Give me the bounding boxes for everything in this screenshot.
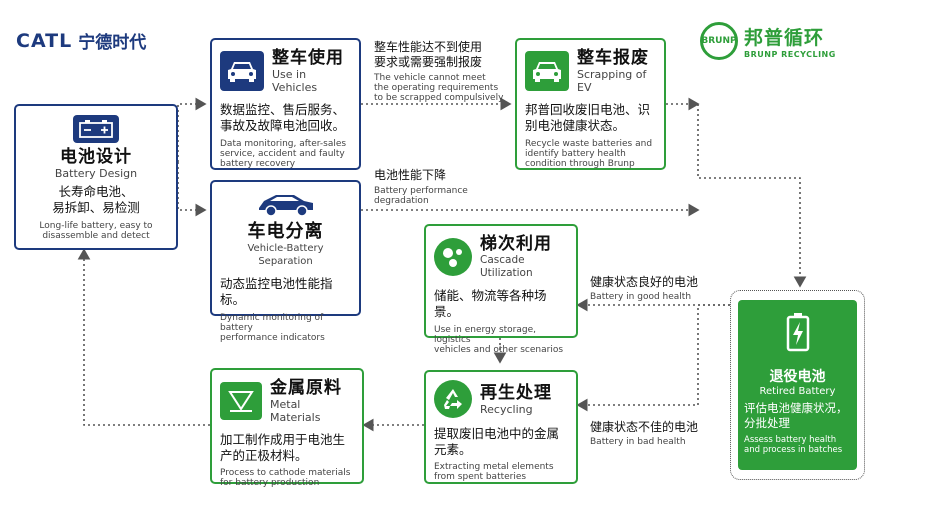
retired-title-en: Retired Battery	[759, 386, 836, 397]
edge-right-vertical	[697, 104, 807, 288]
battery-design-desc-en-2: disassemble and detect	[42, 231, 150, 241]
node-retired-battery: 退役电池 Retired Battery 评估电池健康状况， 分批处理 Asse…	[738, 300, 857, 470]
catl-logo-cn: 宁德时代	[78, 33, 147, 53]
car-front-icon	[525, 51, 569, 91]
catl-logo-en: CATL	[16, 29, 73, 52]
brunp-logo-en: BRUNP RECYCLING	[744, 50, 836, 59]
label-compulsory-cn-2: 要求或需要强制报废	[374, 55, 483, 69]
battery-design-title-cn: 电池设计	[60, 147, 132, 167]
brunp-logo-cn: 邦普循环	[744, 27, 825, 49]
recycling-title-en: Recycling	[480, 402, 533, 416]
cascade-desc-cn-1: 储能、物流等各种场景。	[434, 288, 547, 319]
brunp-mark-icon: BRUNP	[700, 22, 738, 60]
metal-desc-en-1: Process to cathode materials	[220, 468, 351, 478]
use-in-vehicles-desc-en-2: service, accident and faulty	[220, 149, 345, 159]
recycling-title-cn: 再生处理	[480, 382, 552, 403]
metal-triangle-icon	[220, 382, 262, 420]
recycling-desc-en-1: Extracting metal elements	[434, 462, 554, 472]
recycling-desc-cn-1: 提取废旧电池中的金属	[434, 426, 560, 441]
scrapping-desc-cn-1: 邦普回收废旧电池、识	[525, 102, 651, 117]
cascade-title-cn: 梯次利用	[480, 234, 552, 254]
scrapping-desc-en-2: identify battery health	[525, 149, 626, 159]
car-side-icon	[256, 190, 316, 222]
cascade-desc-en-1: Use in energy storage, logistics	[434, 325, 537, 345]
use-in-vehicles-title-cn: 整车使用	[272, 48, 344, 68]
scrapping-desc-en-1: Recycle waste batteries and	[525, 139, 653, 149]
recycling-desc-en-2: from spent batteries	[434, 472, 527, 482]
recycle-icon	[434, 380, 472, 418]
node-vehicle-battery-separation: 车电分离 Vehicle-Battery Separation 动态监控电池性能…	[210, 180, 361, 343]
battery-design-title-en: Battery Design	[54, 167, 138, 180]
retired-desc-en-1: Assess battery health	[744, 435, 837, 445]
battery-design-desc-cn-2: 易拆卸、易检测	[52, 200, 140, 215]
separation-title-cn: 车电分离	[247, 221, 324, 242]
car-front-icon	[220, 51, 264, 91]
retired-title-cn: 退役电池	[769, 369, 826, 385]
retired-desc-cn-2: 分批处理	[744, 416, 790, 430]
retired-desc-cn-1: 评估电池健康状况，	[744, 401, 848, 415]
label-degradation-en-1: Battery performance	[374, 186, 468, 196]
node-use-in-vehicles: 整车使用 Use in Vehicles 数据监控、售后服务、 事故及故障电池回…	[210, 38, 361, 170]
label-bad-health-cn: 健康状态不佳的电池	[590, 420, 699, 434]
battery-icon	[73, 115, 119, 143]
use-in-vehicles-desc-en-3: battery recovery	[220, 159, 296, 169]
battery-design-desc-en-1: Long-life battery, easy to	[39, 221, 153, 231]
label-compulsory-en-2: the operating requirements	[374, 83, 499, 93]
edge-design-to-separation	[177, 162, 207, 217]
label-compulsory-en-3: to be scrapped compulsively	[374, 93, 504, 103]
retired-desc-en-2: and process in batches	[744, 445, 843, 455]
node-scrapping-of-ev: 整车报废 Scrapping of EV 邦普回收废旧电池、识 别电池健康状态。…	[515, 38, 666, 170]
separation-title-en: Vehicle-Battery Separation	[247, 243, 324, 267]
cascade-title-en: Cascade Utilization	[480, 254, 533, 279]
node-battery-design: 电池设计 Battery Design 长寿命电池、 易拆卸、易检测 Long-…	[14, 104, 178, 250]
edge-design-to-use	[177, 97, 207, 162]
dots-icon	[434, 238, 472, 276]
metal-desc-en-2: for battery production	[220, 478, 320, 488]
label-compulsory-en-1: The vehicle cannot meet	[374, 73, 486, 83]
label-degradation-cn: 电池性能下降	[374, 168, 447, 182]
edge-retired-to-recycling	[576, 304, 730, 412]
label-good-health-en: Battery in good health	[590, 292, 692, 302]
use-in-vehicles-desc-cn-1: 数据监控、售后服务、	[220, 102, 346, 117]
cascade-desc-en-2: vehicles and other scenarios	[434, 345, 564, 355]
edge-metal-to-design	[77, 248, 210, 426]
separation-desc-en-2: performance indicators	[220, 333, 325, 343]
label-bad-health-en: Battery in bad health	[590, 437, 686, 447]
retired-battery-frame	[730, 290, 865, 480]
battery-design-desc-cn-1: 长寿命电池、	[58, 184, 134, 199]
charging-battery-icon	[786, 312, 810, 356]
metal-desc-cn-1: 加工制作成用于电池生	[220, 432, 346, 447]
node-recycling: 再生处理 Recycling 提取废旧电池中的金属 元素。 Extracting…	[424, 370, 578, 484]
catl-logo: CATL 宁德时代	[16, 28, 147, 54]
label-good-health-cn: 健康状态良好的电池	[590, 275, 699, 289]
scrapping-desc-cn-2: 别电池健康状态。	[525, 118, 626, 133]
node-cascade-utilization: 梯次利用 Cascade Utilization 储能、物流等各种场景。 Use…	[424, 224, 578, 355]
label-compulsory-cn-1: 整车性能达不到使用	[374, 40, 483, 54]
brunp-logo: BRUNP 邦普循环 BRUNP RECYCLING	[700, 22, 836, 60]
use-in-vehicles-title-en: Use in Vehicles	[272, 68, 318, 94]
scrapping-desc-en-3: condition through Brunp	[525, 159, 635, 169]
metal-title-en: Metal Materials	[270, 398, 321, 424]
scrapping-title-cn: 整车报废	[577, 48, 649, 68]
use-in-vehicles-desc-en-1: Data monitoring, after-sales	[220, 139, 347, 149]
use-in-vehicles-desc-cn-2: 事故及故障电池回收。	[220, 118, 346, 133]
separation-desc-en-1: Dynamic monitoring of battery	[220, 313, 324, 333]
scrapping-title-en: Scrapping of EV	[577, 68, 647, 94]
label-degradation-en-2: degradation	[374, 196, 429, 206]
separation-desc-cn-1: 动态监控电池性能指标。	[220, 276, 333, 307]
node-metal-materials: 金属原料 Metal Materials 加工制作成用于电池生 产的正极材料。 …	[210, 368, 364, 488]
metal-title-cn: 金属原料	[270, 378, 342, 398]
metal-desc-cn-2: 产的正极材料。	[220, 448, 308, 463]
recycling-desc-cn-2: 元素。	[434, 442, 472, 457]
